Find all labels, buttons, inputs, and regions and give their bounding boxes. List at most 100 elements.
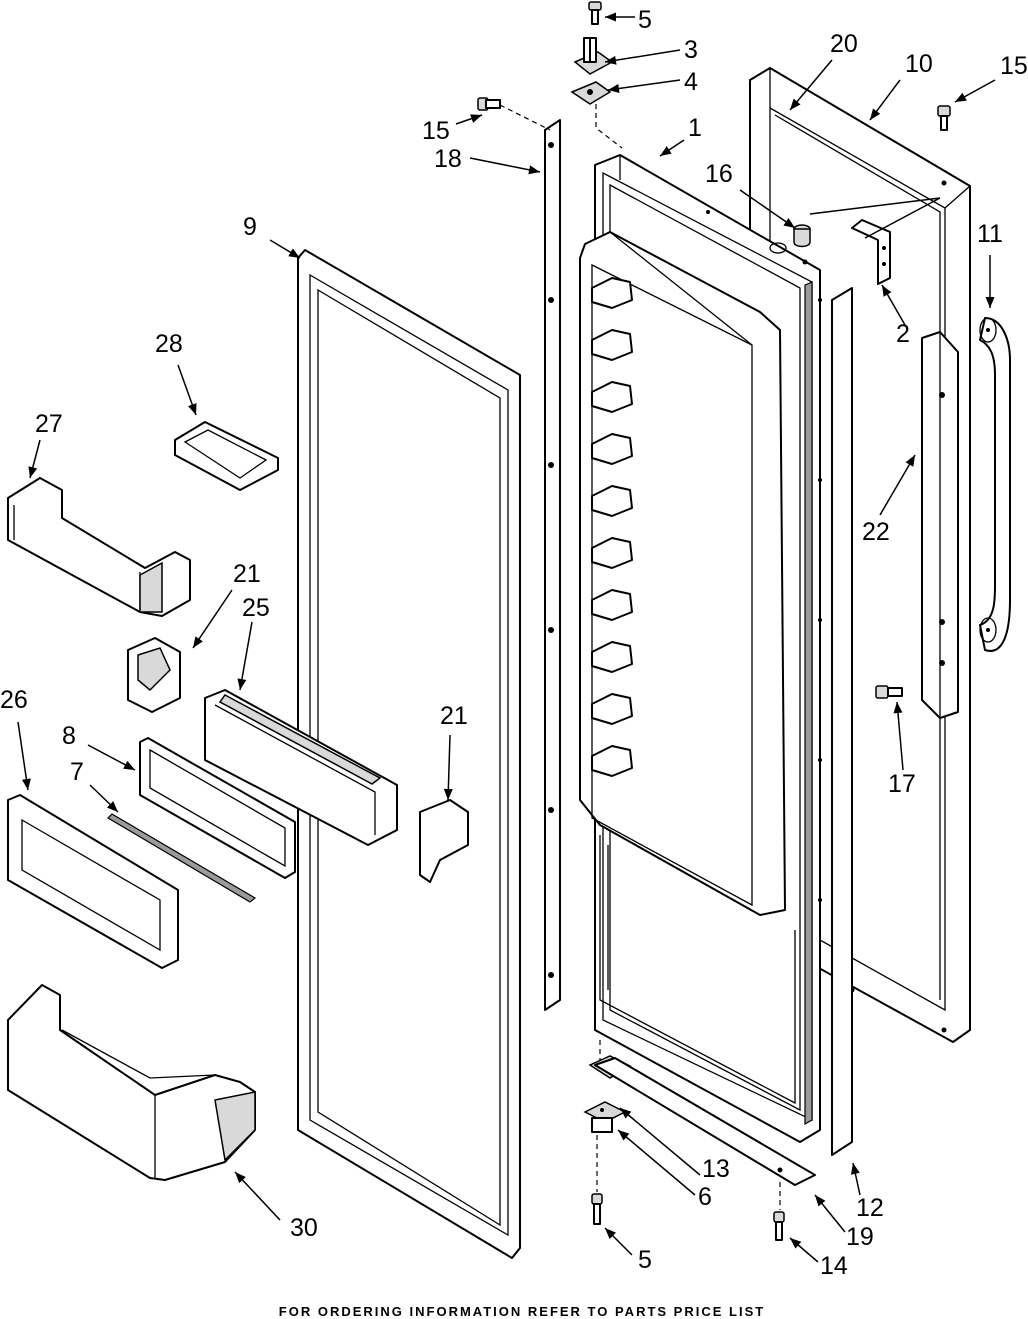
shelf-rail [591,537,633,569]
clip-part-21-mid [419,799,469,883]
callout-4: 4 [684,68,698,96]
callout-11: 11 [977,220,1003,248]
leader-arrowhead [790,98,801,110]
leader-line [604,49,681,63]
callout-21-mid: 21 [440,702,468,730]
bin-part-27 [7,477,191,617]
large-bin-part-30 [7,984,256,1181]
callout-1: 1 [688,114,702,142]
leader-arrowhead [605,1228,616,1239]
callout-17: 17 [888,770,916,798]
callout-5-bottom: 5 [638,1246,652,1274]
left-trim-part-18 [544,119,561,1011]
callout-19: 19 [846,1223,874,1251]
tray-part-28 [174,421,279,491]
leader-line [607,79,681,91]
screw-part-17 [875,685,903,699]
panel-seal-part-20 [774,114,941,1000]
callout-14: 14 [820,1252,848,1280]
frame-part-8 [139,737,296,879]
callout-27: 27 [35,410,63,438]
leader-arrowhead [815,1195,826,1207]
shelf-rails [591,277,633,777]
door-gasket-part-9 [297,249,521,1259]
callout-13: 13 [702,1155,730,1183]
leader-arrowhead [235,1172,246,1184]
leader-line [617,1129,696,1196]
callout-5-top: 5 [638,6,652,34]
screw-part-15-left [477,97,501,111]
leader-arrowhead [605,55,617,65]
leader-lines [17,12,996,1263]
leader-arrowhead [123,760,135,770]
leader-line [17,721,29,791]
callout-15-right: 15 [1000,52,1028,80]
callout-labels: 5 3 4 1 20 10 15 15 18 16 9 11 2 28 27 2… [0,6,1028,1280]
callout-10: 10 [905,50,933,78]
side-trim-part-12 [831,287,853,1156]
screw-part-14 [773,1211,785,1241]
leader-arrowhead [193,636,203,648]
leader-line [239,621,253,691]
leader-line [469,157,541,173]
leader-arrowhead [620,1108,632,1119]
door-handle-part-11 [979,317,1011,652]
shelf-rail [591,329,633,361]
door-bin-part-26 [7,794,179,969]
drawer-part-25 [204,689,398,846]
handle-bracket-part-22 [921,331,959,719]
shelf-rail [591,745,633,777]
leader-line [192,589,233,649]
shelf-rail [591,589,633,621]
screw-part-15-right [937,105,951,131]
strip-part-7 [107,813,257,903]
callout-25: 25 [242,594,270,622]
shelf-rail [591,693,633,725]
bottom-hinge-part-6 [583,1101,627,1133]
callout-6: 6 [698,1183,712,1211]
leader-line [879,454,916,516]
callout-9: 9 [243,213,257,241]
leader-arrowhead [893,702,903,714]
screw-part-5-top [588,1,602,25]
callout-16: 16 [705,160,733,188]
footer-note: FOR ORDERING INFORMATION REFER TO PARTS … [279,1304,765,1319]
leader-arrowhead [528,165,540,175]
callout-21-top: 21 [233,560,261,588]
leader-arrowhead [783,218,795,228]
leader-arrowhead [660,146,672,156]
top-hinge-part-3 [573,37,614,75]
leader-arrowhead [955,92,967,102]
shelf-rail [591,381,633,413]
leader-arrowhead [790,1238,802,1249]
leader-arrowhead [288,248,300,258]
callout-18: 18 [434,145,462,173]
shelf-rail [591,485,633,517]
leader-arrowhead [882,285,892,297]
leader-arrowhead [870,108,881,120]
leader-arrowhead [470,114,482,123]
leader-arrowhead [618,1130,630,1141]
callout-12: 12 [856,1194,884,1222]
leader-arrowhead [237,678,247,690]
leader-arrowhead [106,801,118,812]
leader-arrowhead [21,778,31,790]
callout-3: 3 [684,36,698,64]
leader-arrowhead [608,84,620,93]
screw-part-5-bottom [591,1193,603,1225]
clip-part-21-upper [127,637,181,713]
leader-line [896,701,904,771]
leader-arrowhead [443,788,453,800]
callout-2: 2 [896,320,910,348]
leader-arrowhead [850,1163,860,1175]
callout-30: 30 [290,1214,318,1242]
callout-15-left: 15 [422,117,450,145]
callout-26: 26 [0,686,28,714]
shelf-rail [591,641,633,673]
callout-8: 8 [62,722,76,750]
callout-20: 20 [830,30,858,58]
leader-arrowhead [188,403,197,415]
leader-line [739,189,796,229]
